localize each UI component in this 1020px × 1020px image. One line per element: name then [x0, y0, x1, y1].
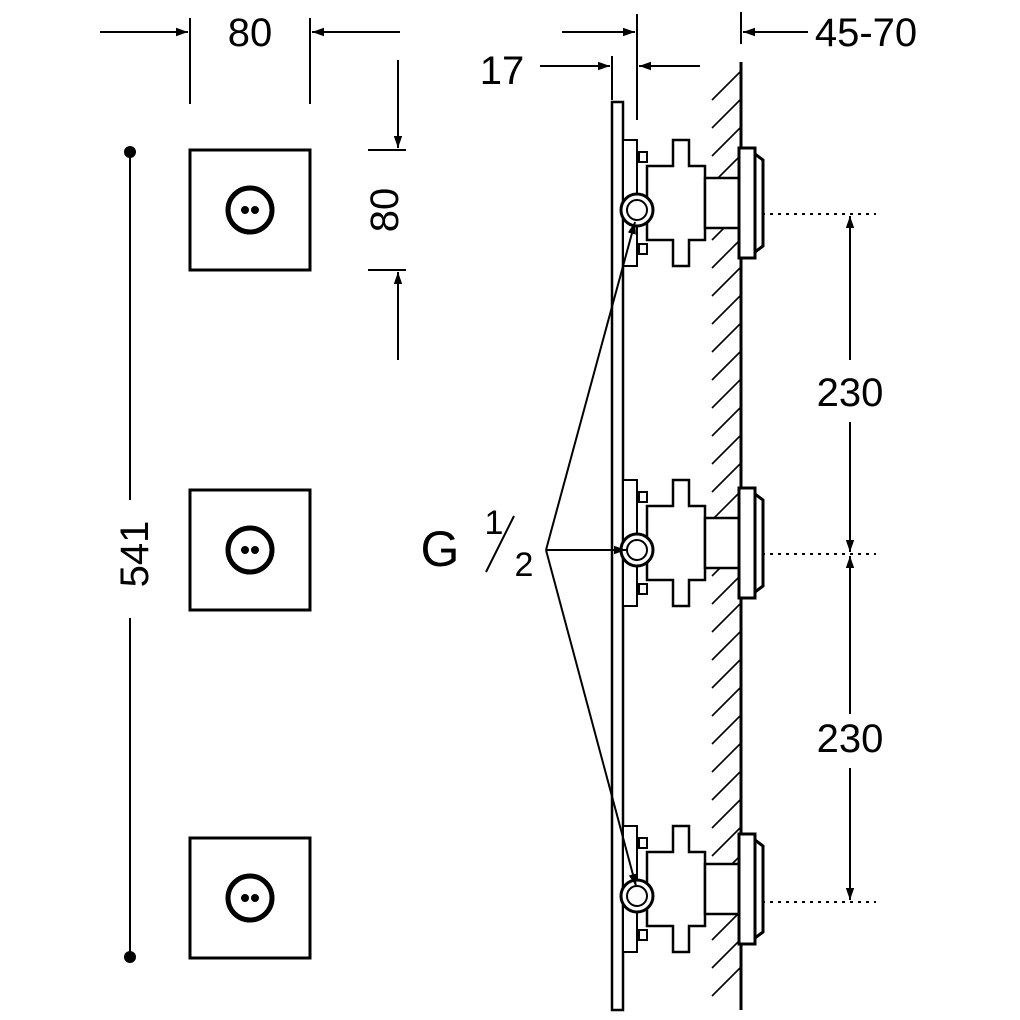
fraction-slash — [485, 515, 515, 573]
total-height-label: 541 — [113, 521, 157, 588]
height-dimension: 80 — [363, 60, 407, 360]
spacing-upper-label: 230 — [817, 371, 884, 415]
thread-denominator: 2 — [515, 546, 534, 584]
leader-top — [545, 221, 636, 551]
panel-thickness-label: 17 — [480, 49, 525, 93]
width-label: 80 — [228, 11, 273, 55]
side-view — [610, 62, 765, 1012]
width-dimension: 80 — [100, 11, 400, 104]
panel-thickness-dimension: 17 — [480, 14, 700, 120]
height-label: 80 — [363, 188, 407, 233]
nozzle-bottom — [190, 838, 310, 958]
nozzle-top — [190, 150, 310, 270]
leader-bottom — [545, 549, 637, 887]
total-height-dimension: 541 — [113, 146, 157, 963]
valve-bottom — [619, 824, 765, 954]
wall-depth-label: 45-70 — [815, 11, 917, 55]
thread-prefix: G — [421, 521, 460, 577]
nozzle-middle — [190, 490, 310, 610]
thread-callout: G 1 2 — [421, 221, 637, 887]
valve-top — [619, 138, 765, 268]
front-view — [190, 150, 310, 958]
spacing-lower-label: 230 — [817, 717, 884, 761]
wall-depth-dimension: 45-70 — [562, 11, 917, 55]
thread-numerator: 1 — [485, 504, 504, 542]
valve-middle — [619, 478, 765, 608]
spacing-dimensions: 230 230 — [762, 213, 884, 903]
